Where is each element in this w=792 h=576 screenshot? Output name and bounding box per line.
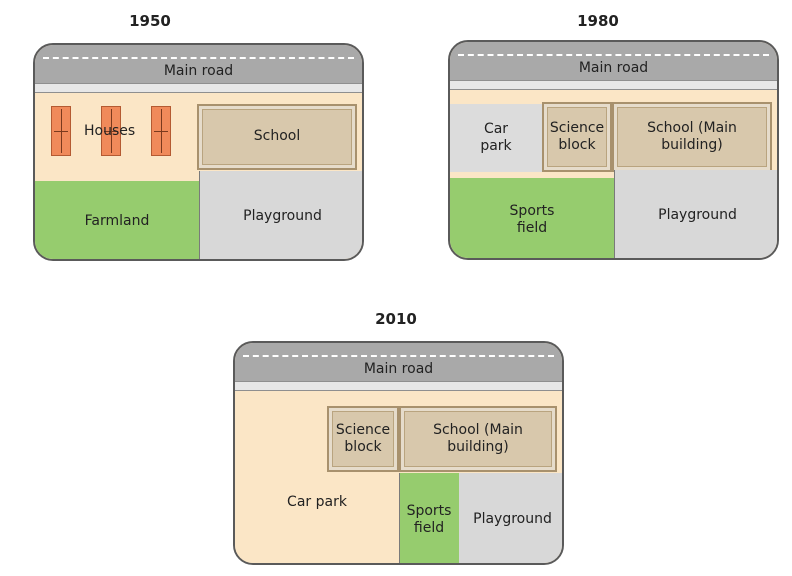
school-main-building: School (Main building) [399,406,557,472]
map-1950: Main road Houses School Farmland Playgro… [33,43,364,261]
houses-label: Houses [84,123,136,139]
road-centre-line [458,54,769,56]
playground: Playground [199,171,362,259]
sports-field: Sports field [399,473,459,563]
main-road-label: Main road [363,361,434,377]
map-1950-title: 1950 [129,12,171,30]
science-block: Science block [327,406,399,472]
house-1 [51,106,71,156]
car-park: Car park [450,104,542,172]
farmland: Farmland [35,181,199,259]
school-building: School [197,104,357,170]
road-centre-line [43,57,354,59]
main-road: Main road [35,45,362,83]
map-2010-title: 2010 [375,310,417,328]
sports-field: Sports field [450,178,614,258]
road-verge [35,83,362,93]
house-3 [151,106,171,156]
map-1980-title: 1980 [577,12,619,30]
map-1980: Main road Car park Science block School … [448,40,779,260]
main-road: Main road [235,343,562,381]
science-block: Science block [542,102,612,172]
boundary-line [614,170,615,258]
boundary-line [399,473,400,563]
road-centre-line [243,355,554,357]
road-verge [235,381,562,391]
road-verge [450,80,777,90]
map-2010: Main road Car park Science block School … [233,341,564,565]
house-2 [101,106,121,156]
playground: Playground [459,473,562,563]
main-road: Main road [450,42,777,80]
boundary-line [199,171,200,259]
school-main-building: School (Main building) [612,102,772,172]
playground: Playground [614,170,777,258]
main-road-label: Main road [578,60,649,76]
main-road-label: Main road [163,63,234,79]
